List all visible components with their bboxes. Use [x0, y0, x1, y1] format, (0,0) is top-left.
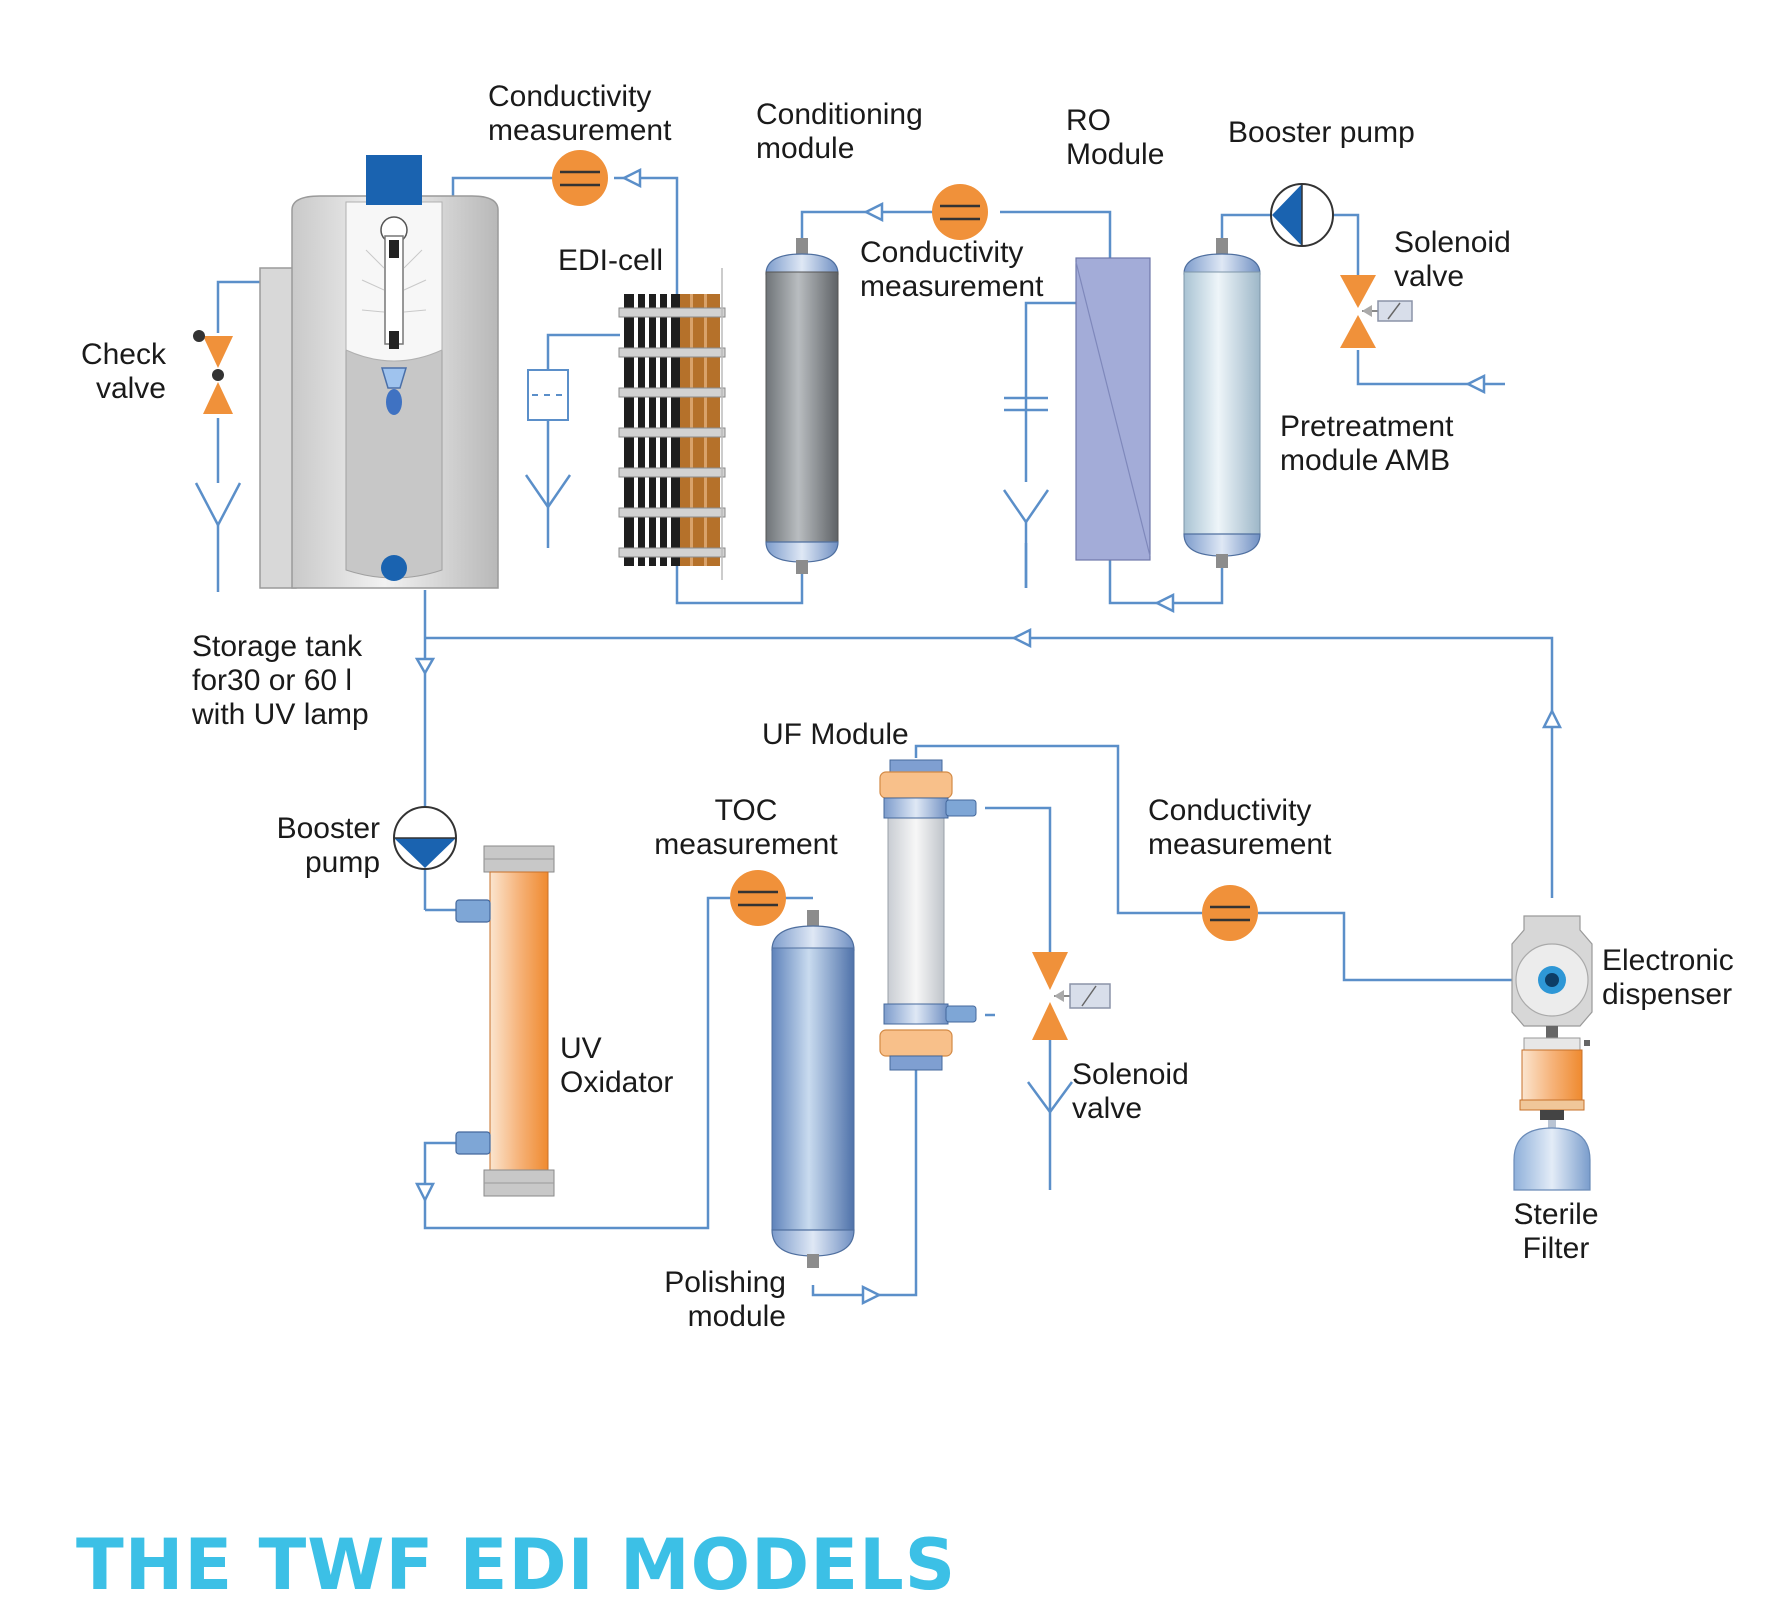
- flow-arrow-icon: [863, 201, 884, 223]
- drain-icon: [1002, 489, 1050, 588]
- booster-pump-icon: [393, 806, 457, 870]
- electronic-dispenser: [1511, 915, 1593, 1038]
- drains: [194, 474, 1074, 1113]
- capacitor-icon: [1004, 396, 1048, 412]
- booster-pump-icon: [1270, 183, 1334, 247]
- solenoid-valve-icon: [1340, 275, 1413, 348]
- conductivity-sensor-icon: [552, 150, 608, 206]
- flow-arrows: [414, 167, 1563, 1306]
- edi-cell: [618, 268, 726, 580]
- label-uf-module: UF Module: [762, 718, 909, 751]
- page-heading: THE TWF EDI MODELS: [76, 1524, 957, 1606]
- sterile-filter: [1513, 1037, 1591, 1191]
- flow-arrow-icon: [621, 167, 642, 189]
- flow-arrow-icon: [861, 1284, 882, 1306]
- label-booster-pump-top: Booster pump: [1228, 116, 1415, 149]
- ro-module: [1075, 257, 1151, 561]
- flow-arrow-icon: [1011, 627, 1032, 649]
- toc-sensor-icon: [730, 870, 786, 926]
- pipework: [216, 176, 1554, 1297]
- conditioning-module: [765, 238, 839, 574]
- uf-module: [879, 759, 977, 1071]
- conductivity-sensor-icon: [1202, 885, 1258, 941]
- solenoid-valve-icon: [1032, 952, 1111, 1040]
- check-valve-icon: [193, 330, 233, 414]
- uv-oxidator: [455, 845, 555, 1197]
- drain-icon: [1026, 1081, 1074, 1113]
- flow-arrow-icon: [1465, 373, 1486, 395]
- flow-arrow-icon: [1541, 708, 1563, 729]
- drain-icon: [524, 474, 572, 548]
- conductivity-sensor-icon: [932, 184, 988, 240]
- flow-arrow-icon: [414, 1182, 436, 1203]
- flow-meter-icon: [527, 369, 569, 421]
- pretreatment-module: [1183, 238, 1261, 568]
- label-edi-cell: EDI-cell: [558, 244, 663, 277]
- drain-icon: [194, 482, 242, 592]
- flow-arrow-icon: [414, 657, 436, 676]
- flow-arrow-icon: [1154, 592, 1175, 614]
- polishing-module: [771, 910, 855, 1268]
- storage-tank: [259, 155, 499, 589]
- uv-lamp-icon: [361, 155, 427, 349]
